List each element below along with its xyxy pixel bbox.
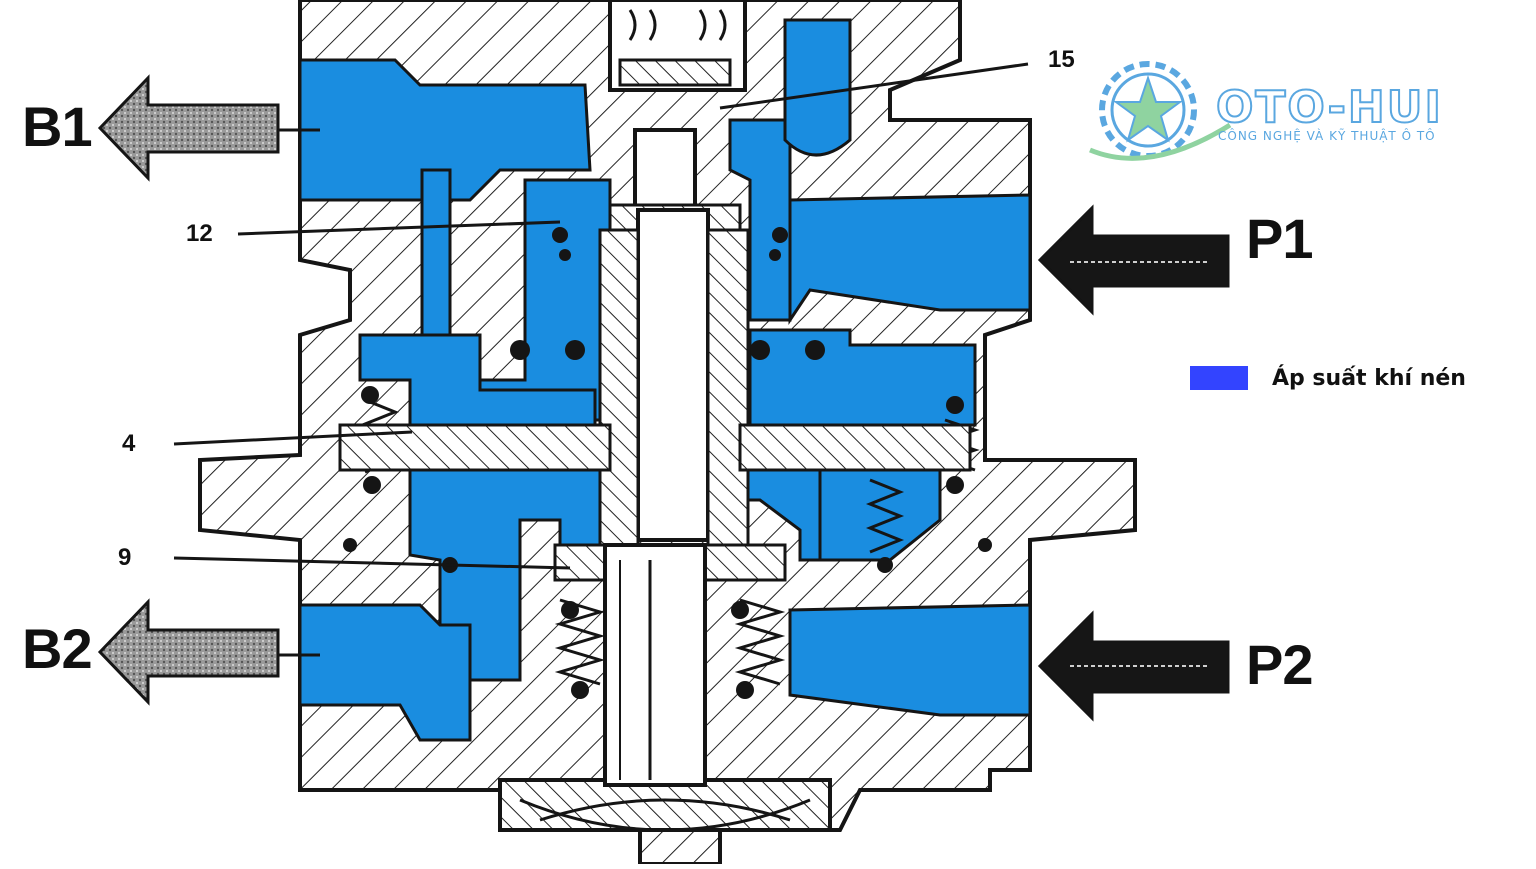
callout-4: 4 [122, 430, 136, 457]
arrow-p2 [1037, 610, 1230, 722]
b2-channel [298, 603, 472, 742]
top-pocket-right [783, 18, 852, 157]
callout-12: 12 [186, 220, 213, 247]
arrow-b2 [97, 598, 320, 706]
seals [343, 227, 992, 699]
legend-label: Áp suất khí nén [1272, 366, 1466, 391]
logo-tagline: CÔNG NGHỆ VÀ KỸ THUẬT Ô TÔ [1218, 129, 1436, 143]
callout-15: 15 [1048, 46, 1075, 73]
b1-channel [298, 58, 592, 202]
legend-swatch [1190, 366, 1248, 390]
port-label-p1: P1 [1246, 207, 1313, 270]
port-label-p2: P2 [1246, 633, 1313, 696]
port-label-b1: B1 [22, 95, 93, 158]
leader-lines [173, 62, 1029, 570]
logo-name: OTO-HUI [1215, 81, 1443, 134]
port-label-b2: B2 [22, 617, 93, 680]
gear-star-icon [1089, 61, 1232, 161]
pressure-areas [298, 18, 1032, 742]
pistons [338, 423, 972, 472]
central-stem [553, 128, 787, 787]
callout-9: 9 [118, 544, 132, 571]
p2-channel [788, 603, 1032, 717]
arrow-p1 [1037, 204, 1230, 316]
mid-chamber-right [748, 328, 977, 427]
arrow-b1 [97, 74, 320, 182]
b1-vertical [420, 168, 452, 337]
p1-channel [788, 193, 1032, 325]
